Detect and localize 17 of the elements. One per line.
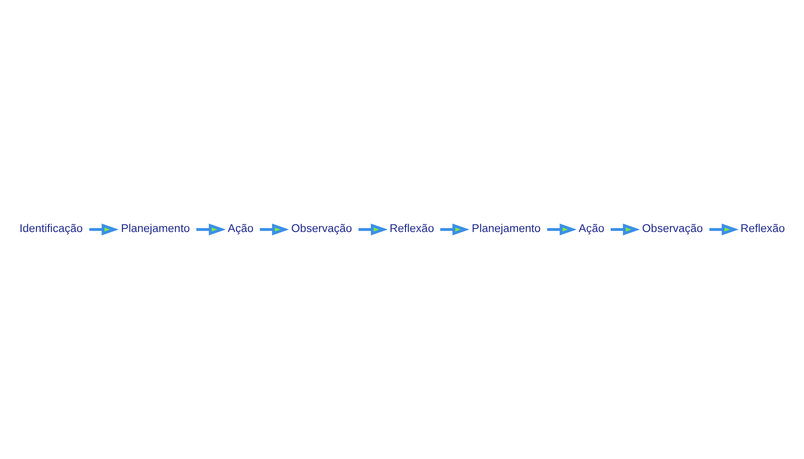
arrow bbox=[709, 224, 739, 236]
arrow bbox=[440, 224, 470, 236]
arrow bbox=[610, 224, 640, 236]
node-text: Ação bbox=[228, 223, 254, 236]
arrow bbox=[196, 224, 226, 236]
node-text: Observação bbox=[642, 223, 703, 236]
node-text: Identificação bbox=[20, 223, 83, 236]
node-text: Ação bbox=[578, 223, 604, 236]
arrow bbox=[547, 224, 577, 236]
arrow bbox=[89, 224, 119, 236]
node-text: Observação bbox=[291, 223, 352, 236]
node-text: Planejamento bbox=[120, 223, 190, 236]
node-text: Reflexão bbox=[740, 223, 785, 236]
arrow bbox=[260, 224, 290, 236]
node-text: Reflexão bbox=[390, 223, 434, 236]
arrow bbox=[358, 224, 388, 236]
node-text: Planejamento bbox=[472, 223, 541, 236]
